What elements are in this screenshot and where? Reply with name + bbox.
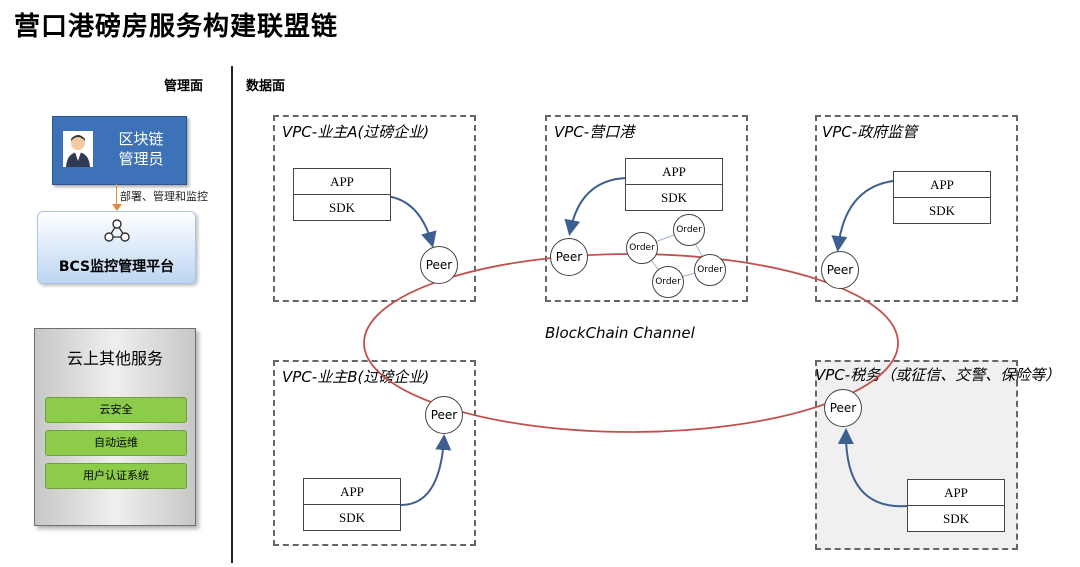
bcs-platform-label: BCS监控管理平台 bbox=[58, 259, 175, 275]
bcs-platform-box[interactable]: BCS监控管理平台 bbox=[37, 211, 196, 284]
vpc-gov-title: VPC-政府监管 bbox=[822, 123, 918, 141]
app-label: APP bbox=[662, 164, 686, 179]
app-sdk-stack-tax: APP SDK bbox=[907, 479, 1005, 532]
peer-node-gov[interactable]: Peer bbox=[821, 251, 859, 289]
order-node-2[interactable]: Order bbox=[626, 232, 658, 264]
app-label: APP bbox=[330, 174, 354, 189]
app-sdk-stack-b: APP SDK bbox=[303, 478, 401, 531]
other-cloud-services-panel: 云上其他服务 云安全 自动运维 用户认证系统 bbox=[34, 328, 196, 526]
app-label: APP bbox=[944, 485, 968, 500]
app-sdk-stack-a: APP SDK bbox=[293, 168, 391, 221]
vpc-government: VPC-政府监管 bbox=[815, 115, 1018, 302]
admin-edge-label: 部署、管理和监控 bbox=[120, 190, 208, 203]
vpc-port-title: VPC-营口港 bbox=[554, 123, 635, 141]
admin-to-bcs-arrowhead bbox=[112, 204, 122, 211]
peer-node-a[interactable]: Peer bbox=[420, 246, 458, 284]
service-auto-ops[interactable]: 自动运维 bbox=[45, 430, 187, 456]
admin-avatar-icon bbox=[63, 131, 93, 167]
app-label: APP bbox=[930, 177, 954, 192]
app-label: APP bbox=[340, 484, 364, 499]
service-cloud-security[interactable]: 云安全 bbox=[45, 397, 187, 423]
admin-label-line2: 管理员 bbox=[118, 150, 164, 168]
blockchain-admin-box[interactable]: 区块链 管理员 bbox=[52, 116, 187, 185]
blockchain-channel-label: BlockChain Channel bbox=[545, 324, 695, 342]
network-nodes-icon bbox=[104, 219, 130, 242]
vpc-owner-a-title: VPC-业主A(过磅企业) bbox=[282, 123, 430, 141]
sdk-label: SDK bbox=[294, 194, 390, 220]
peer-node-port[interactable]: Peer bbox=[550, 238, 588, 276]
order-node-3[interactable]: Order bbox=[694, 254, 726, 286]
peer-node-b[interactable]: Peer bbox=[425, 396, 463, 434]
order-node-4[interactable]: Order bbox=[652, 266, 684, 298]
app-sdk-stack-gov: APP SDK bbox=[893, 171, 991, 224]
sdk-label: SDK bbox=[626, 184, 722, 210]
app-sdk-stack-port: APP SDK bbox=[625, 158, 723, 211]
vpc-owner-b-title: VPC-业主B(过磅企业) bbox=[282, 368, 430, 386]
sdk-label: SDK bbox=[894, 197, 990, 223]
plane-divider bbox=[231, 66, 233, 563]
admin-label-line1: 区块链 bbox=[118, 130, 164, 148]
data-plane-label: 数据面 bbox=[246, 79, 286, 94]
sdk-label: SDK bbox=[304, 504, 400, 530]
admin-to-bcs-arrow bbox=[116, 184, 117, 208]
service-user-auth[interactable]: 用户认证系统 bbox=[45, 463, 187, 489]
other-services-title: 云上其他服务 bbox=[66, 349, 163, 368]
page-title: 营口港磅房服务构建联盟链 bbox=[14, 12, 339, 42]
peer-node-tax[interactable]: Peer bbox=[824, 389, 862, 427]
order-node-1[interactable]: Order bbox=[673, 214, 705, 246]
sdk-label: SDK bbox=[908, 505, 1004, 531]
management-plane-label: 管理面 bbox=[164, 79, 204, 94]
vpc-tax-title: VPC-税务（或征信、交警、保险等） bbox=[815, 366, 1061, 384]
